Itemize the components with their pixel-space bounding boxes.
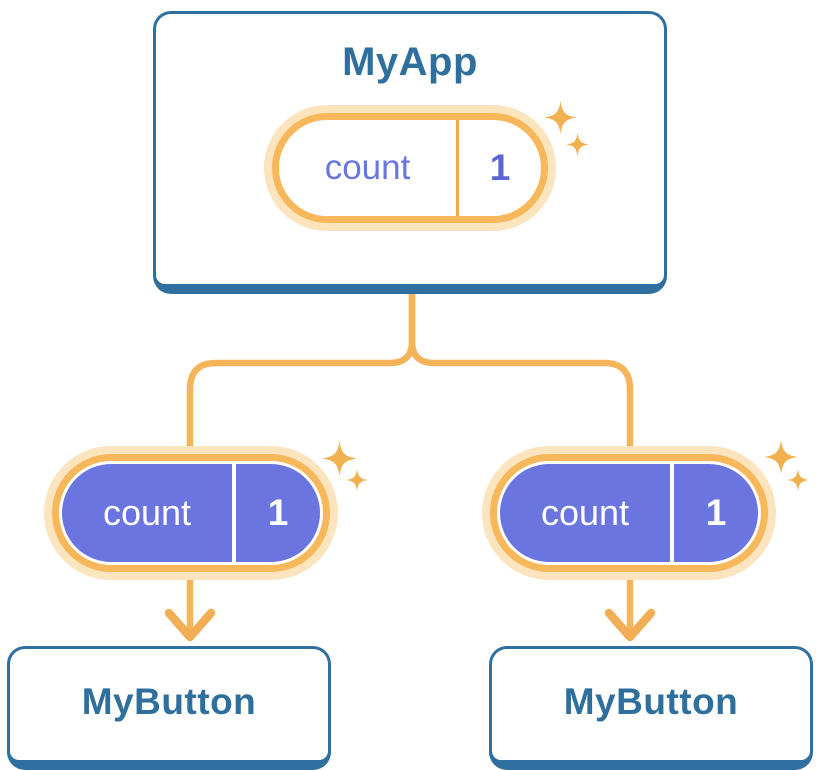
mybutton-card-left: MyButton (7, 646, 331, 770)
pill-divider (232, 464, 236, 562)
component-title: MyButton (563, 680, 739, 722)
sparkle-icon-small (346, 469, 368, 491)
sparkle-icon-large (322, 441, 357, 476)
state-key-label: count (324, 148, 411, 187)
prop-value-label: 1 (267, 492, 289, 533)
state-pill-body: count 1 (279, 120, 541, 216)
props-pill-outline: count 1 (497, 461, 761, 565)
state-pill-ring: count 1 (272, 113, 548, 223)
sparkle-icon-large (544, 101, 577, 134)
down-arrow-icon (164, 608, 216, 642)
mybutton-card-face: MyButton (10, 649, 328, 760)
connector-branch-right (408, 284, 634, 637)
sparkle-icon-large (764, 440, 798, 474)
state-value-label: 1 (489, 147, 511, 188)
props-pill-body: count 1 (62, 464, 320, 562)
component-title: MyApp (342, 40, 478, 84)
state-pill: count 1 (264, 105, 556, 231)
sparkle-icon-small (787, 469, 809, 491)
mybutton-card-right: MyButton (489, 646, 813, 770)
pill-divider (670, 464, 674, 562)
component-title: MyButton (81, 680, 257, 722)
down-arrow-icon (604, 608, 656, 642)
props-pill-ring: count 1 (52, 454, 330, 572)
myapp-card: MyApp count 1 (153, 11, 667, 294)
props-pill-body: count 1 (500, 464, 758, 562)
sparkle-icon-small (566, 133, 589, 156)
myapp-card-face: MyApp count 1 (156, 14, 664, 284)
props-pill-outline: count 1 (59, 461, 323, 565)
mybutton-card-face: MyButton (492, 649, 810, 760)
props-pill-ring: count 1 (490, 454, 768, 572)
prop-value-label: 1 (705, 492, 727, 533)
props-pill-right: count 1 (482, 446, 776, 580)
props-pill-left: count 1 (44, 446, 338, 580)
pill-divider (456, 120, 459, 216)
prop-key-label: count (540, 492, 630, 533)
prop-key-label: count (102, 492, 192, 533)
